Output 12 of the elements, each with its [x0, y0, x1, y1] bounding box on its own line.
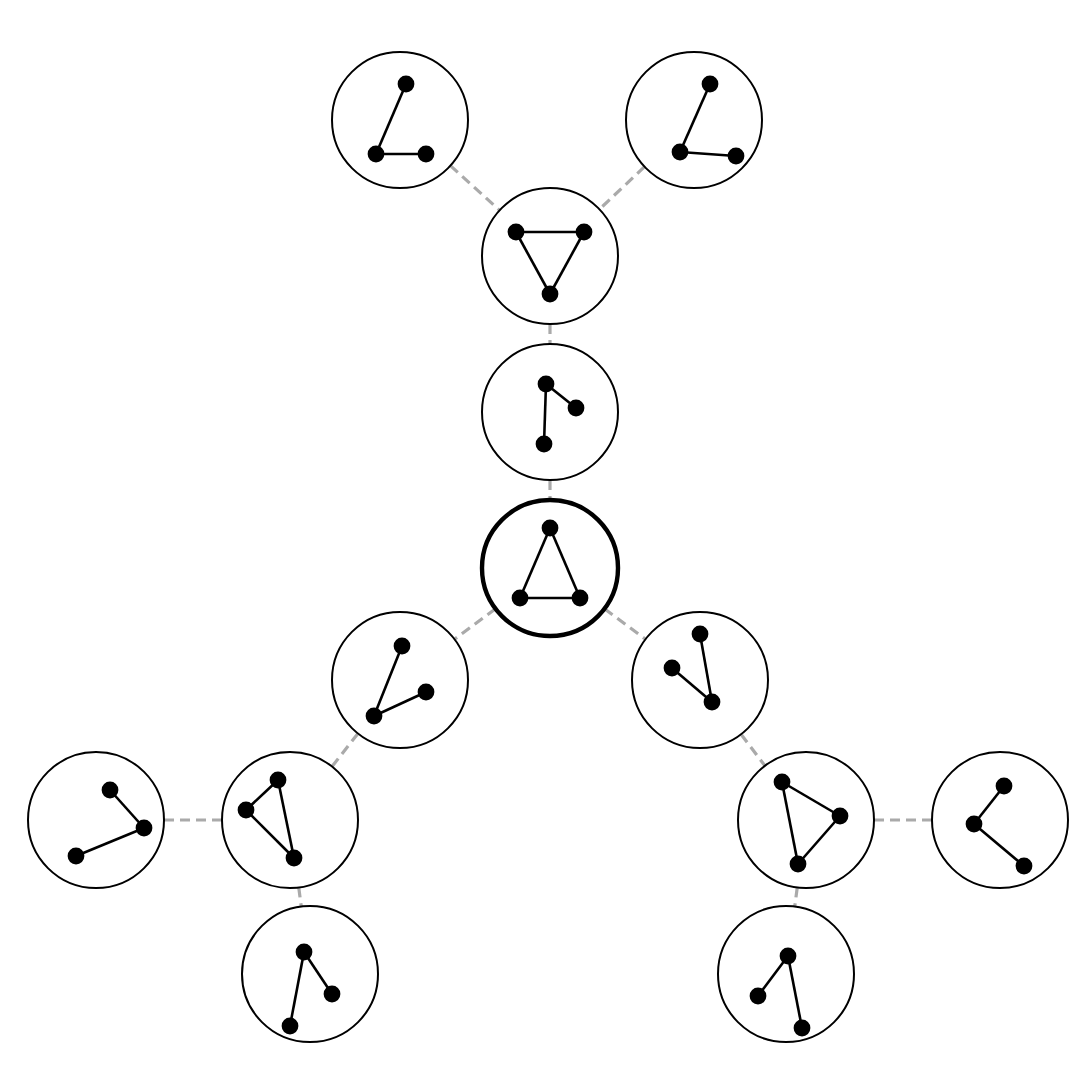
dashed-connector: [449, 164, 501, 212]
dashed-connector: [603, 607, 647, 641]
dashed-connector: [793, 887, 799, 907]
dashed-connector: [598, 165, 646, 211]
dashed-connector: [297, 887, 303, 907]
dashed-connector: [874, 818, 932, 822]
dashed-connector: [548, 480, 552, 500]
dashed-connector: [739, 733, 767, 767]
dashed-connector: [164, 818, 222, 822]
dashed-connector: [548, 324, 552, 344]
dashed-connector: [453, 607, 497, 641]
dashed-connector: [330, 732, 360, 768]
